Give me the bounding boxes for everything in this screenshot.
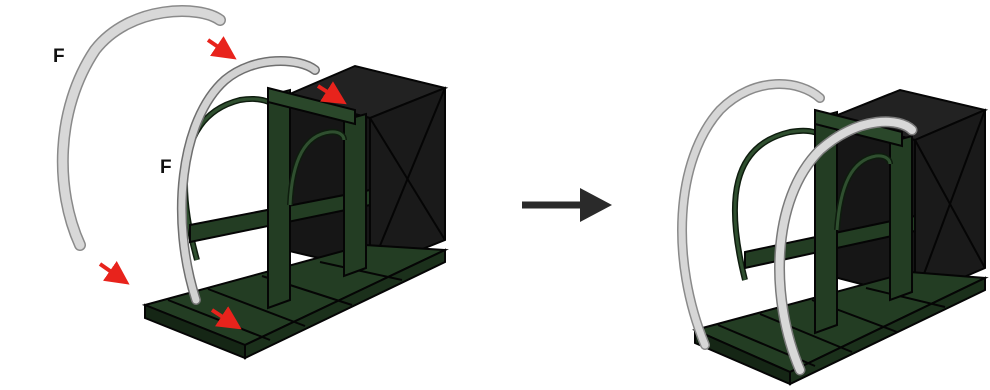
force-label-middle: F [160, 157, 172, 178]
red-arrow-icon [206, 36, 237, 60]
red-arrow-icon [98, 261, 130, 285]
right-assembly [677, 79, 989, 386]
left-front-frame [267, 86, 367, 310]
red-arrow-icon [316, 81, 347, 105]
left-assembly: F F [53, 5, 449, 360]
right-arrow-icon [522, 188, 612, 222]
force-label-top: F [53, 46, 65, 67]
right-base-platform [692, 270, 989, 386]
red-arrow-icon [210, 306, 242, 330]
